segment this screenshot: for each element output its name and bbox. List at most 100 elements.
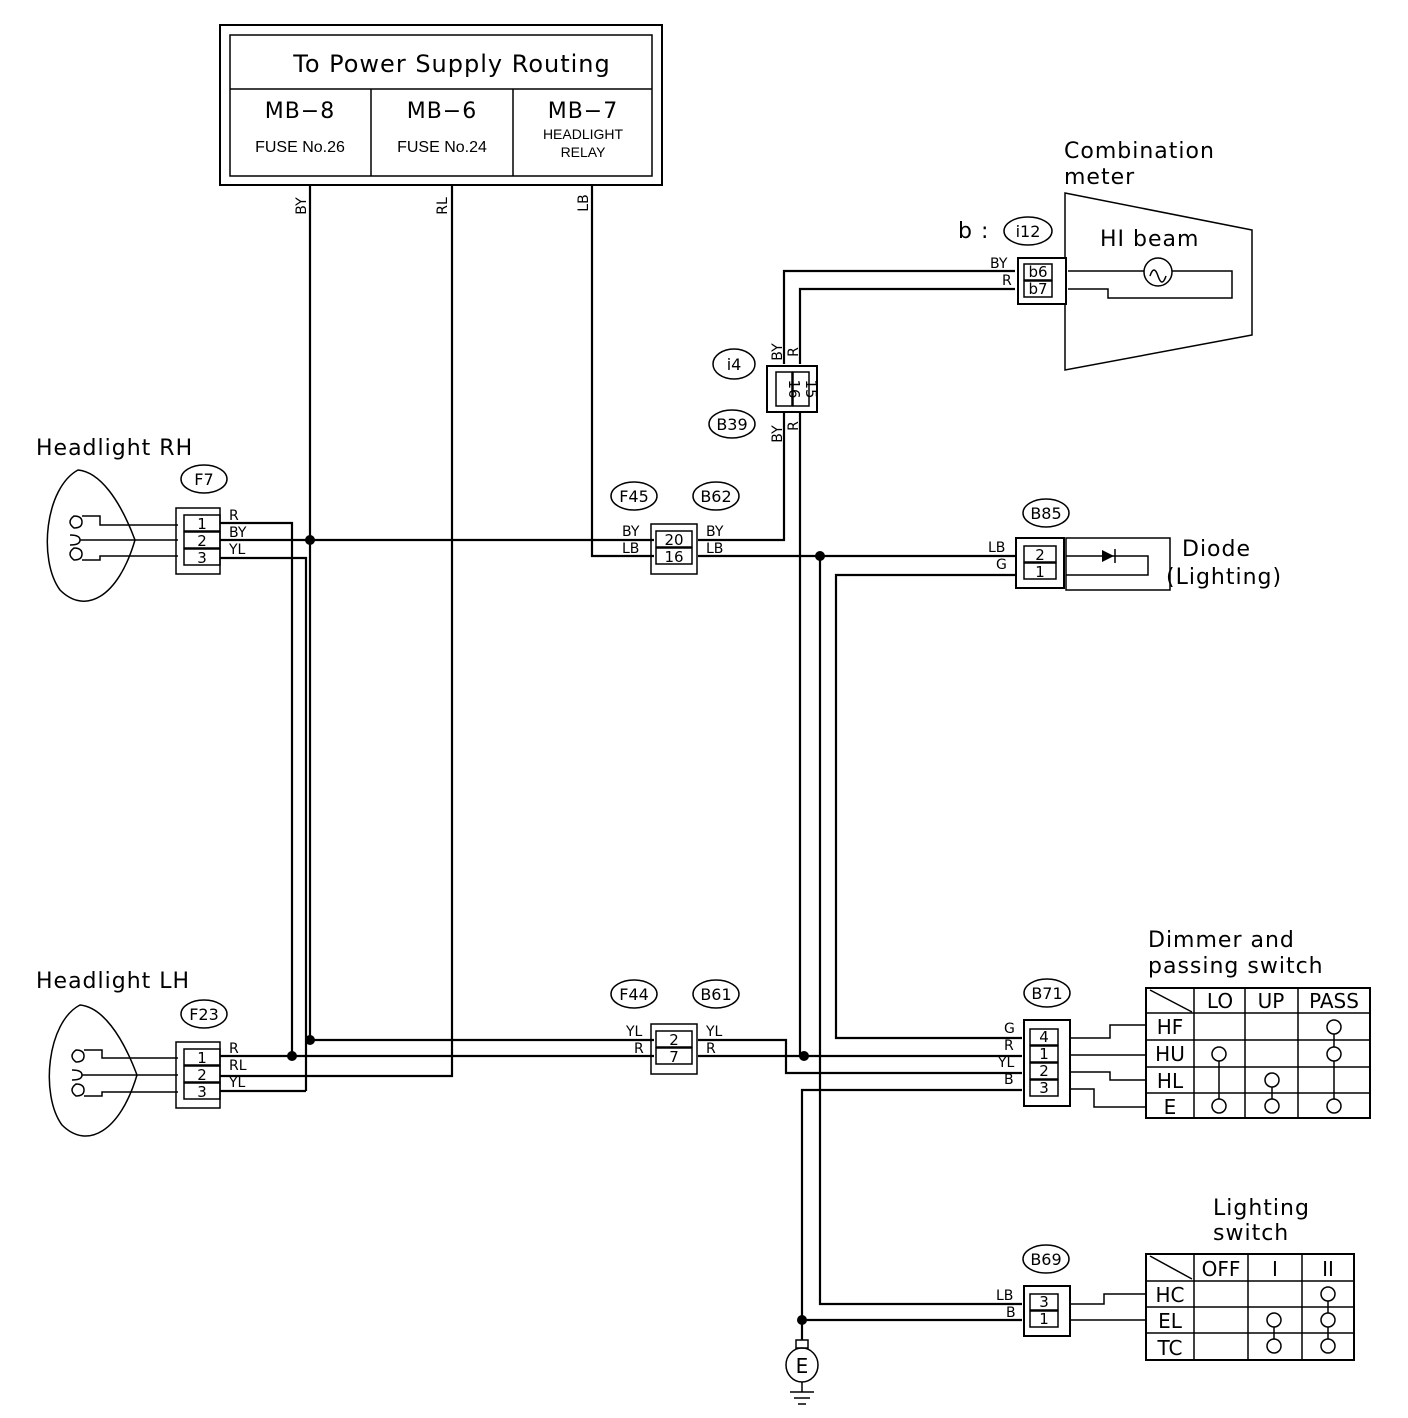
i4-id: i4 [727,355,742,374]
ground-label: E [796,1354,809,1378]
f44-wire-r: R [634,1041,644,1057]
i4-pin15: 15 [802,379,820,398]
headlight-rh: Headlight RH F7 1 2 3 R BY YL [36,436,247,602]
dimmer-row-hf: HF [1157,1015,1184,1039]
f45-pin16: 16 [664,548,683,566]
dimmer-col-up: UP [1258,989,1285,1013]
b71-wire-b: B [1004,1072,1014,1088]
b69-wire-lb: LB [996,1288,1013,1304]
f45-pin20: 20 [664,531,683,549]
i4-wire-r: R [786,347,802,357]
dimmer-col-pass: PASS [1309,989,1359,1013]
f23-wire-rl: RL [229,1058,247,1074]
b39-wire-r: R [786,421,802,431]
b69-pin3: 3 [1039,1293,1049,1311]
b85-wire-g: G [996,557,1007,573]
lighting-col-i: I [1272,1257,1278,1281]
diode-label-1: Diode [1182,537,1251,562]
wire-label-lb: LB [576,194,592,211]
lighting-col-ii: II [1322,1257,1334,1281]
mb7-desc-line2: RELAY [561,144,607,160]
dimmer-label-1: Dimmer and [1148,928,1295,953]
lighting-label-1: Lighting [1213,1196,1310,1221]
mb6-desc: FUSE No.24 [397,139,487,156]
f44-wire-yl: YL [625,1024,643,1040]
wire-label-rl: RL [435,197,451,215]
dimmer-row-e: E [1164,1095,1177,1119]
i4-wire-by: BY [770,343,786,361]
dimmer-row-hl: HL [1157,1069,1184,1093]
lighting-row-tc: TC [1156,1336,1182,1360]
mb7-label: MB−7 [548,99,619,124]
b62-id: B62 [700,487,731,506]
power-box-title: To Power Supply Routing [292,50,611,78]
hi-beam-label: HI beam [1100,227,1199,252]
comb-meter-label-1: Combination [1064,139,1215,164]
f7-wire-yl: YL [228,542,246,558]
b61-id: B61 [700,985,731,1004]
b69-id: B69 [1030,1250,1061,1269]
i12-pin-b6: b6 [1028,263,1047,281]
b39-id: B39 [716,415,747,434]
dimmer-row-hu: HU [1155,1042,1185,1066]
f7-pin3: 3 [197,549,207,567]
f45-id: F45 [619,487,649,506]
f7-wire-by: BY [229,525,247,541]
b69-wire-b: B [1006,1305,1016,1321]
i12-pin-b7: b7 [1028,280,1047,298]
power-supply-box: To Power Supply Routing MB−8 FUSE No.26 … [219,24,663,186]
ground-symbol: E [785,1339,819,1405]
lighting-switch: Lighting switch B69 3 1 LB B OFF I II HC… [996,1196,1355,1361]
f23-id: F23 [189,1005,219,1024]
i4-pin16: 16 [785,379,803,398]
b62-wire-lb: LB [706,541,723,557]
diode-lighting: B85 2 1 LB G Diode (Lighting) [988,498,1281,591]
f23-wire-r: R [229,1041,239,1057]
b61-wire-r: R [706,1041,716,1057]
dimmer-passing-switch: Dimmer and passing switch B71 4 1 2 3 G … [997,928,1371,1119]
b71-wire-g: G [1004,1021,1015,1037]
mb6-label: MB−6 [407,99,478,124]
b71-wire-r: R [1004,1038,1014,1054]
f23-pin3: 3 [197,1083,207,1101]
b71-pin4: 4 [1039,1028,1049,1046]
f23-pin2: 2 [197,1066,207,1084]
b71-pin2: 2 [1039,1062,1049,1080]
meter-prefix: b : [958,219,989,244]
b85-wire-lb: LB [988,540,1005,556]
comb-meter-label-2: meter [1064,165,1135,190]
dimmer-label-2: passing switch [1148,954,1324,979]
f23-wire-yl: YL [228,1075,246,1091]
headlight-lh-label: Headlight LH [36,969,190,994]
mb8-label: MB−8 [265,99,336,124]
f7-pin1: 1 [197,515,207,533]
connector-i4-b39: i4 B39 16 15 BY R BY R [708,343,820,443]
headlight-lh: Headlight LH F23 1 2 3 R RL YL [36,969,247,1137]
f45-wire-lb: LB [622,541,639,557]
combination-meter: Combination meter b : i12 HI beam b6 b7 … [958,139,1253,371]
i12-wire-by: BY [990,256,1008,272]
f44-id: F44 [619,985,649,1004]
i12-wire-r: R [1002,273,1012,289]
b62-wire-by: BY [706,524,724,540]
b71-wire-yl: YL [997,1055,1015,1071]
f23-pin1: 1 [197,1049,207,1067]
lighting-label-2: switch [1213,1221,1289,1246]
headlight-rh-label: Headlight RH [36,436,193,461]
f44-pin7: 7 [669,1048,679,1066]
junctions [287,535,825,1325]
b85-pin2: 2 [1035,546,1045,564]
b39-wire-by: BY [770,425,786,443]
f45-wire-by: BY [622,524,640,540]
connector-f44-b61: F44 B61 2 7 YL R YL R [610,979,740,1075]
i12-id: i12 [1016,222,1041,241]
b85-pin1: 1 [1035,563,1045,581]
b61-wire-yl: YL [705,1024,723,1040]
f7-id: F7 [194,470,213,489]
wire-label-by: BY [294,197,310,215]
mb8-desc: FUSE No.26 [255,139,345,156]
f7-wire-r: R [229,508,239,524]
b85-id: B85 [1030,504,1061,523]
